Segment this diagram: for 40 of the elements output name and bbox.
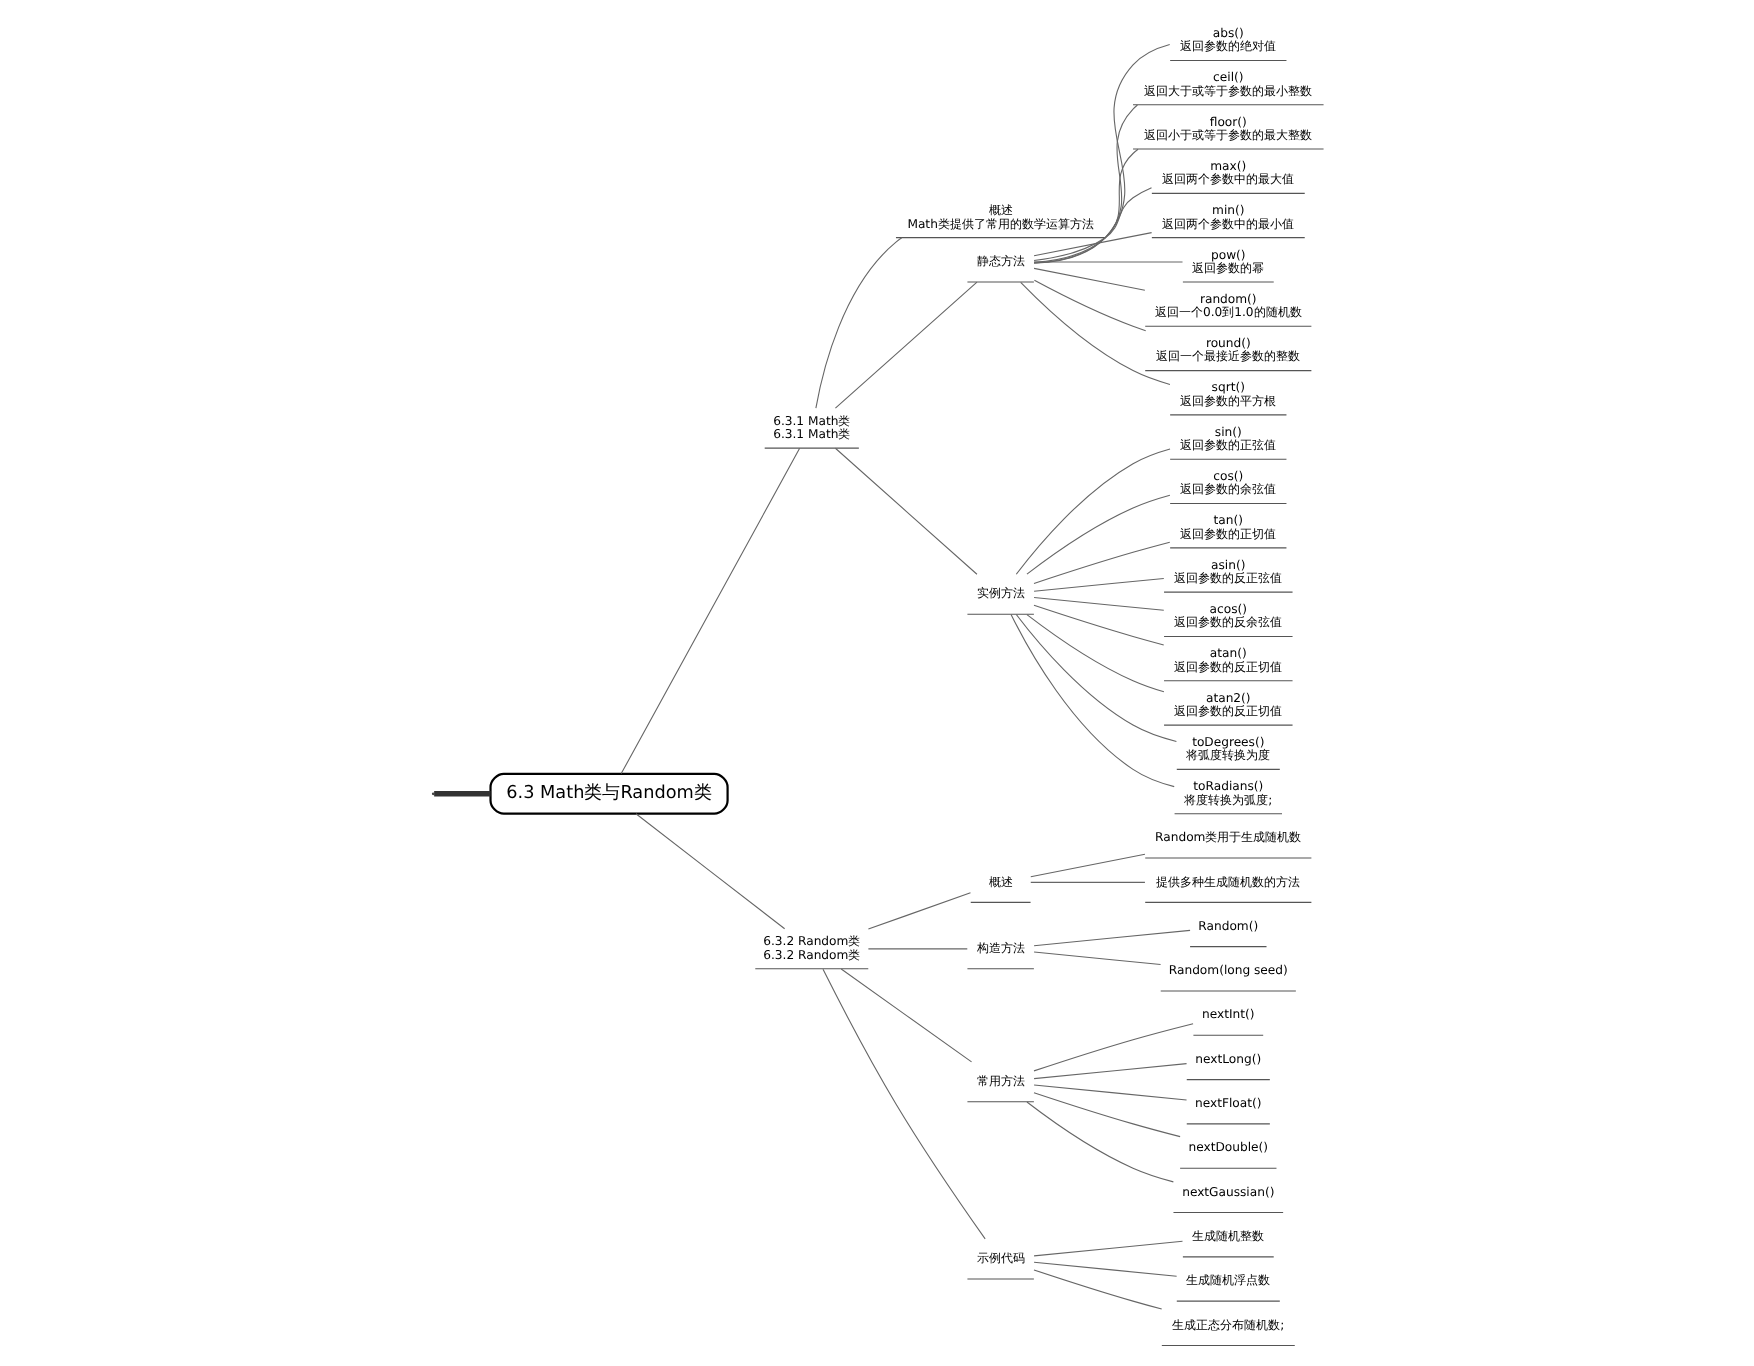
connector [1032,1269,1162,1310]
connector [1032,187,1152,261]
connector [1032,43,1170,264]
connector [1032,1023,1193,1072]
connector [1032,604,1164,646]
connector [1014,613,1176,743]
connector [1029,853,1145,878]
connector [839,968,972,1063]
connector [1032,104,1137,264]
connector [1032,577,1164,592]
connector [1014,448,1170,575]
connector [1032,1063,1187,1080]
connector [619,447,800,775]
connector [634,813,785,930]
connector [1032,951,1161,966]
connector [1032,541,1170,585]
connector [866,892,971,930]
connector [866,948,967,950]
node-box: 6.3 Math类与Random类 [488,772,728,815]
connector [833,281,977,409]
connector [1025,614,1164,693]
connector [1032,929,1190,947]
connector [1029,881,1145,883]
connector [1019,281,1170,385]
connector [1032,1240,1183,1257]
connector [1025,494,1170,575]
connector [433,791,490,797]
connector [833,447,977,575]
connector [821,968,985,1240]
connector [1032,1261,1177,1277]
connector [1032,597,1164,611]
connector [1025,1101,1173,1183]
connector [1032,1084,1187,1101]
connector [1032,1092,1180,1138]
connector [814,237,902,409]
connector [1009,613,1174,788]
connector [1032,232,1152,257]
connector [1032,261,1183,263]
connector [1032,267,1145,291]
connector [1032,279,1146,332]
